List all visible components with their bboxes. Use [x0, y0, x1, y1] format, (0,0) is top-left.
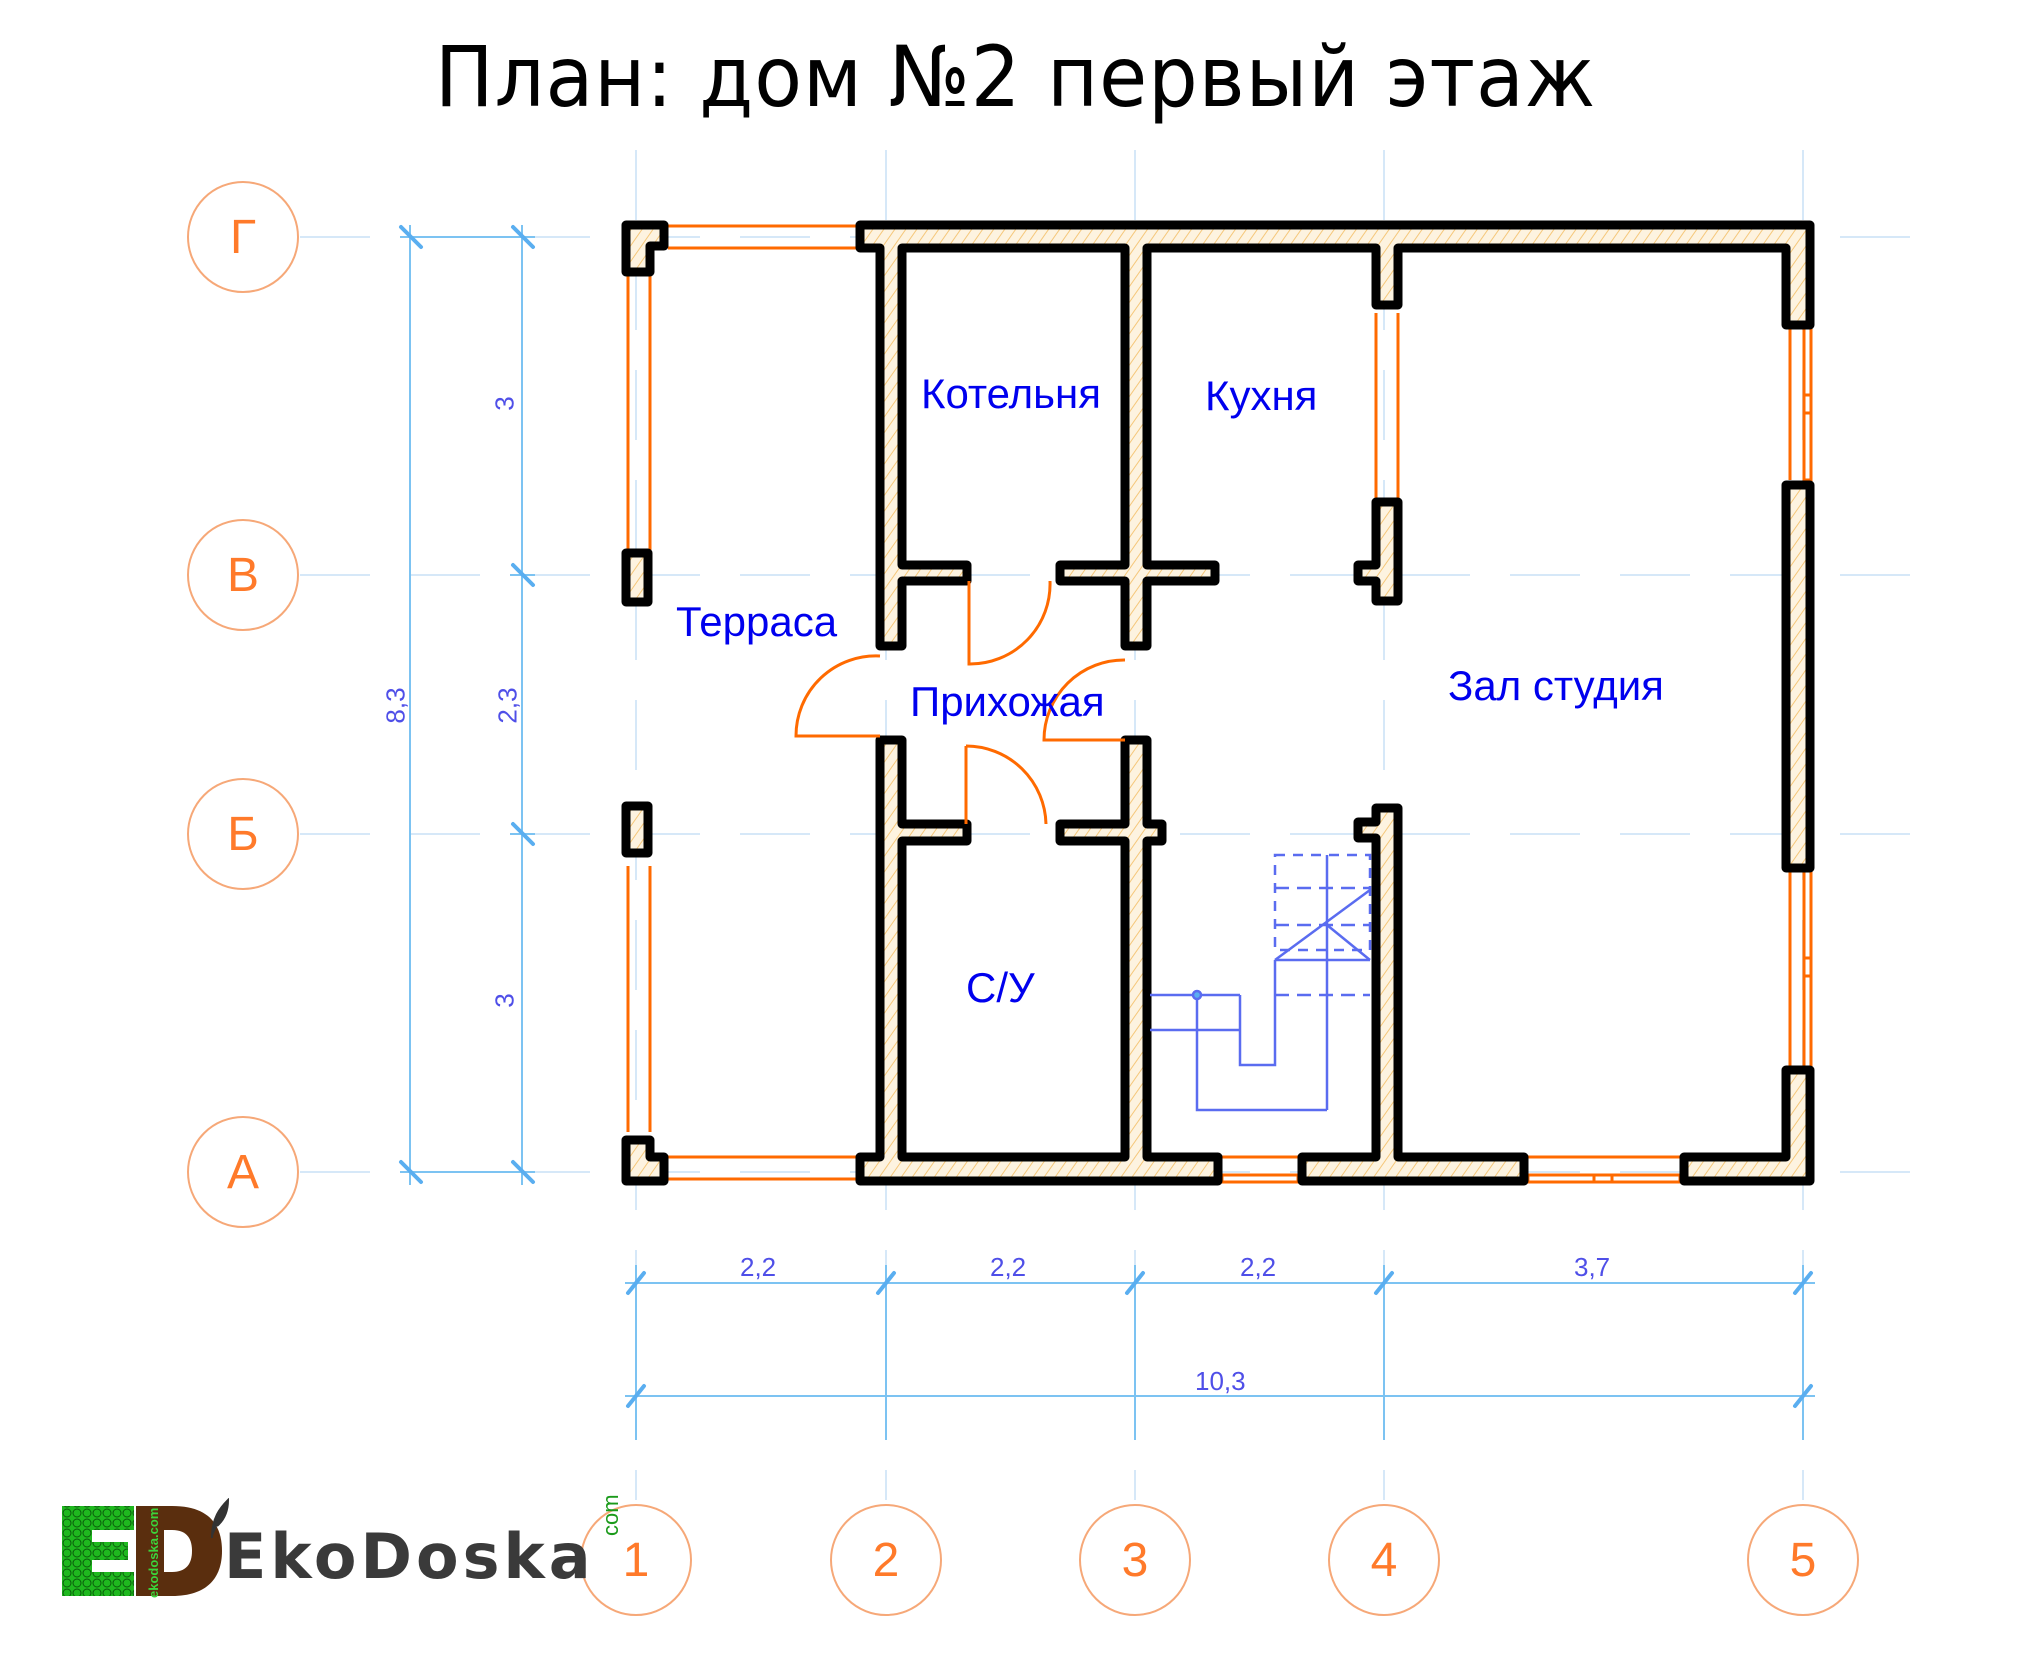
axis-marker-2: 2	[830, 1504, 942, 1616]
dimension-label-v2: 2,3	[492, 687, 523, 724]
stairs	[1150, 853, 1372, 1112]
dimension-label-v-total: 8,3	[380, 687, 411, 724]
terrace-railings	[626, 224, 860, 1181]
axis-marker-B: Б	[187, 778, 299, 890]
ekodoska-logo: ekodoska.com EkoDoska com	[62, 1494, 623, 1598]
dimension-label-h1: 2,2	[740, 1252, 777, 1282]
dimension-label-h2: 2,2	[990, 1252, 1027, 1282]
axis-marker-5: 5	[1747, 1504, 1859, 1616]
doors	[794, 580, 1126, 825]
axis-marker-A: А	[187, 1116, 299, 1228]
dimension-label-v1: 3	[489, 396, 520, 411]
room-label-kitchen: Кухня	[1205, 372, 1318, 419]
axis-marker-4: 4	[1328, 1504, 1440, 1616]
page-title: План: дом №2 первый этаж	[434, 28, 1597, 126]
horizontal-dimensions	[625, 1265, 1815, 1440]
axis-marker-G: Г	[187, 181, 299, 293]
dimension-ticks	[399, 225, 535, 1184]
room-label-bathroom: С/У	[966, 964, 1035, 1011]
axis-marker-1: 1	[580, 1504, 692, 1616]
dimension-label-v3: 3	[489, 993, 520, 1008]
windows	[1220, 313, 1813, 1184]
dimension-label-h4: 3,7	[1574, 1252, 1611, 1282]
room-label-terrace: Терраса	[676, 598, 838, 645]
axis-marker-V: В	[187, 519, 299, 631]
axis-marker-3: 3	[1079, 1504, 1191, 1616]
logo-wordmark: EkoDoska	[224, 1520, 595, 1593]
logo-com-suffix: com	[598, 1494, 623, 1536]
dimension-label-h-total: 10,3	[1195, 1366, 1246, 1396]
logo-side-text: ekodoska.com	[146, 1507, 161, 1598]
ed-logo-mark-icon	[62, 1497, 230, 1596]
room-label-hall: Прихожая	[910, 678, 1105, 725]
dimension-label-h3: 2,2	[1240, 1252, 1277, 1282]
room-label-studio: Зал студия	[1448, 662, 1664, 709]
room-label-boiler: Котельня	[921, 370, 1101, 417]
